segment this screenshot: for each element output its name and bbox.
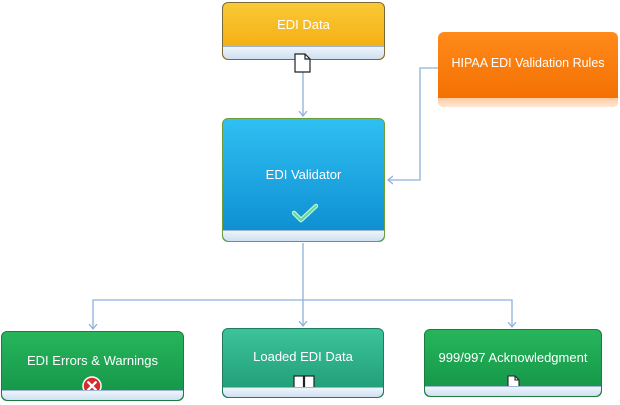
node-edi-data[interactable]: EDI Data	[222, 2, 385, 60]
node-edi-data-label: EDI Data	[277, 17, 330, 32]
node-hipaa-rules[interactable]: HIPAA EDI Validation Rules	[438, 32, 618, 107]
edge-validator-to-errors	[93, 299, 303, 329]
node-validator-label: EDI Validator	[265, 167, 342, 182]
node-hipaa-rules-label: HIPAA EDI Validation Rules	[451, 56, 605, 70]
node-validator[interactable]: EDI Validator	[222, 118, 385, 242]
checkmark-icon	[291, 203, 319, 226]
edge-validator-to-ack	[303, 299, 512, 327]
node-errors-label: EDI Errors & Warnings	[27, 353, 158, 368]
edge-hipaa-to-validator	[388, 67, 438, 180]
node-ack[interactable]: 999/997 Acknowledgment	[424, 329, 602, 397]
node-errors[interactable]: EDI Errors & Warnings	[1, 331, 184, 401]
document-icon	[294, 53, 311, 78]
node-loaded[interactable]: Loaded EDI Data	[222, 328, 384, 398]
node-ack-label: 999/997 Acknowledgment	[438, 350, 588, 365]
node-loaded-label: Loaded EDI Data	[253, 349, 353, 364]
